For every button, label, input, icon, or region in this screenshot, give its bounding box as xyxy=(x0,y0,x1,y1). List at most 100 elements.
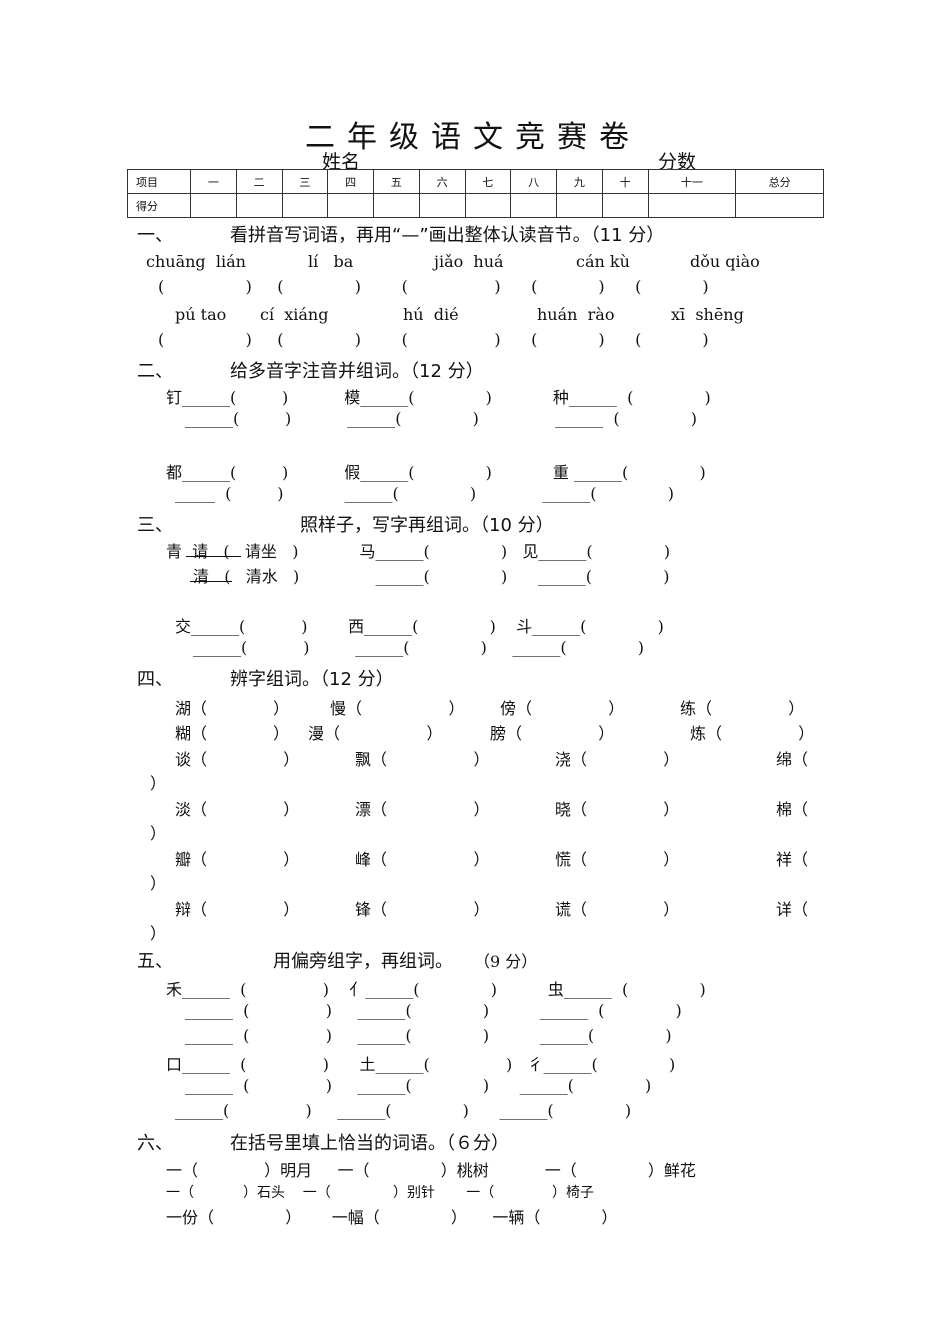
score-table: 项目 一 二 三 四 五 六 七 八 九 十 十一 总分 得分 xyxy=(127,169,824,218)
answer-line[interactable]: ______ ( ) ______( ) ______ ( ) xyxy=(185,1001,682,1020)
word-pair[interactable]: 谈（ ） xyxy=(175,750,300,769)
section-score: （9 分） xyxy=(474,952,538,971)
pinyin: cán kù xyxy=(576,252,630,271)
score-cell[interactable] xyxy=(418,193,466,218)
table-cell: 总分 xyxy=(735,169,824,194)
table-cell: 十一 xyxy=(647,169,737,194)
word-pair[interactable]: 练（ ） xyxy=(680,699,805,718)
table-cell: 三 xyxy=(281,169,329,194)
pinyin: xī shēng xyxy=(671,305,744,324)
score-cell[interactable] xyxy=(281,193,329,218)
word-pair[interactable]: 炼（ ） xyxy=(690,724,815,743)
score-cell[interactable] xyxy=(464,193,512,218)
word-pair[interactable]: 瓣（ ） xyxy=(175,850,300,869)
table-cell: 七 xyxy=(464,169,512,194)
word-pair[interactable]: 晓（ ） xyxy=(555,800,680,819)
answer-line[interactable]: ______( ) ______( ) ______( ) xyxy=(175,1101,632,1120)
word-pair[interactable]: 漫（ ） xyxy=(308,724,443,743)
word-pair[interactable]: 慢（ ） xyxy=(330,699,465,718)
table-cell: 六 xyxy=(418,169,466,194)
score-table-header-row: 项目 一 二 三 四 五 六 七 八 九 十 十一 总分 xyxy=(127,169,824,194)
answer-line[interactable]: 禾______ ( ) 亻______( ) 虫______ ( ) xyxy=(166,980,706,999)
answer-brackets[interactable]: ( ) ( ) ( ) ( ) ( ) xyxy=(158,277,709,296)
score-cell[interactable] xyxy=(327,193,374,218)
page-title: 二年级语文竞赛卷 xyxy=(305,120,641,155)
answer-line[interactable]: ______ ( ) ______( ) ______( ) xyxy=(185,1076,652,1095)
wrap-bracket: ） xyxy=(150,874,167,893)
word-pair[interactable]: 棉（ xyxy=(776,800,809,819)
word-pair[interactable]: 淡（ ） xyxy=(175,800,300,819)
wrap-bracket: ） xyxy=(150,824,167,843)
score-cell[interactable] xyxy=(235,193,283,218)
pinyin: lí ba xyxy=(308,252,354,271)
section-title: 用偏旁组字，再组词。 xyxy=(273,951,453,972)
section-title: 照样子，写字再组词。（10 分） xyxy=(300,515,554,536)
word-pair[interactable]: 傍（ ） xyxy=(500,699,625,718)
wrap-bracket: ） xyxy=(150,924,167,943)
table-cell: 得分 xyxy=(127,193,191,218)
word-pair[interactable]: 糊（ ） xyxy=(175,724,290,743)
pinyin: cí xiáng xyxy=(260,305,329,324)
underline xyxy=(186,556,241,557)
word-pair[interactable]: 谎（ ） xyxy=(555,900,680,919)
score-cell[interactable] xyxy=(510,193,557,218)
score-cell[interactable] xyxy=(556,193,603,218)
answer-line[interactable]: ______ ( ) ______( ) ______( ) xyxy=(185,1026,672,1045)
score-table-score-row: 得分 xyxy=(127,193,824,218)
word-pair[interactable]: 浇（ ） xyxy=(555,750,680,769)
section-number: 二、 xyxy=(137,361,173,382)
answer-line[interactable]: 一（ ）明月 一（ ）桃树 一（ ）鲜花 xyxy=(166,1161,696,1180)
answer-line[interactable]: 都______( ) 假______( ) 重 ______( ) xyxy=(166,463,706,482)
word-pair[interactable]: 绵（ xyxy=(776,750,809,769)
table-cell: 五 xyxy=(373,169,420,194)
score-label: 分数 xyxy=(658,151,697,173)
word-pair[interactable]: 湖（ ） xyxy=(175,699,290,718)
answer-line[interactable]: 一（ ）石头 一（ ）别针 一（ ）椅子 xyxy=(166,1185,595,1201)
score-cell[interactable] xyxy=(647,193,737,218)
answer-line[interactable]: 口______ ( ) 土______( ) 彳______( ) xyxy=(166,1055,676,1074)
word-pair[interactable]: 详（ xyxy=(776,900,809,919)
answer-line[interactable]: ______( ) ______( ) ______ ( ) xyxy=(185,409,698,428)
table-cell: 四 xyxy=(327,169,374,194)
section-title: 给多音字注音并组词。（12 分） xyxy=(230,361,484,382)
section-number: 六、 xyxy=(137,1133,173,1154)
section-number: 一、 xyxy=(137,225,173,246)
score-cell[interactable] xyxy=(190,193,237,218)
answer-line[interactable]: 交______( ) 西______( ) 斗______( ) xyxy=(175,617,664,636)
word-pair[interactable]: 慌（ ） xyxy=(555,850,680,869)
word-pair[interactable]: 飘（ ） xyxy=(355,750,490,769)
score-cell[interactable] xyxy=(735,193,824,218)
section-number: 四、 xyxy=(137,669,173,690)
section-title: 看拼音写词语，再用“—”画出整体认读音节。（11 分） xyxy=(230,225,665,246)
section-title: 在括号里填上恰当的词语。（６分） xyxy=(230,1133,509,1154)
score-cell[interactable] xyxy=(373,193,420,218)
pinyin: jiǎo huá xyxy=(434,252,504,271)
wrap-bracket: ） xyxy=(150,774,167,793)
word-pair[interactable]: 辩（ ） xyxy=(175,900,300,919)
underline xyxy=(190,581,232,582)
answer-brackets[interactable]: ( ) ( ) ( ) ( ) ( ) xyxy=(158,330,709,349)
table-cell: 八 xyxy=(510,169,557,194)
pinyin: hú dié xyxy=(403,305,459,324)
example-line[interactable]: 清 ( 清水 ) ______( ) ______( ) xyxy=(193,567,670,586)
answer-line[interactable]: _____ ( ) ______( ) ______( ) xyxy=(175,484,674,503)
section-title: 辨字组词。（12 分） xyxy=(230,669,394,690)
answer-line[interactable]: 钉______( ) 模______( ) 种______ ( ) xyxy=(166,388,711,407)
word-pair[interactable]: 峰（ ） xyxy=(355,850,490,869)
pinyin: pú tao xyxy=(175,305,227,324)
example-line: 青 请 ( 请坐 ) 马______( ) 见______( ) xyxy=(166,542,671,561)
word-pair[interactable]: 膀（ ） xyxy=(490,724,615,743)
table-cell: 一 xyxy=(190,169,237,194)
answer-line[interactable]: ______( ) ______( ) ______( ) xyxy=(193,638,645,657)
score-cell[interactable] xyxy=(601,193,649,218)
pinyin: dǒu qiào xyxy=(690,252,760,271)
table-cell: 项目 xyxy=(127,169,191,194)
table-cell: 十 xyxy=(601,169,649,194)
table-cell: 九 xyxy=(556,169,603,194)
word-pair[interactable]: 祥（ xyxy=(776,850,809,869)
section-number: 五、 xyxy=(137,951,173,972)
word-pair[interactable]: 漂（ ） xyxy=(355,800,490,819)
word-pair[interactable]: 锋（ ） xyxy=(355,900,490,919)
answer-line[interactable]: 一份（ ） 一幅（ ） 一辆（ ） xyxy=(166,1208,618,1227)
table-cell: 二 xyxy=(235,169,283,194)
